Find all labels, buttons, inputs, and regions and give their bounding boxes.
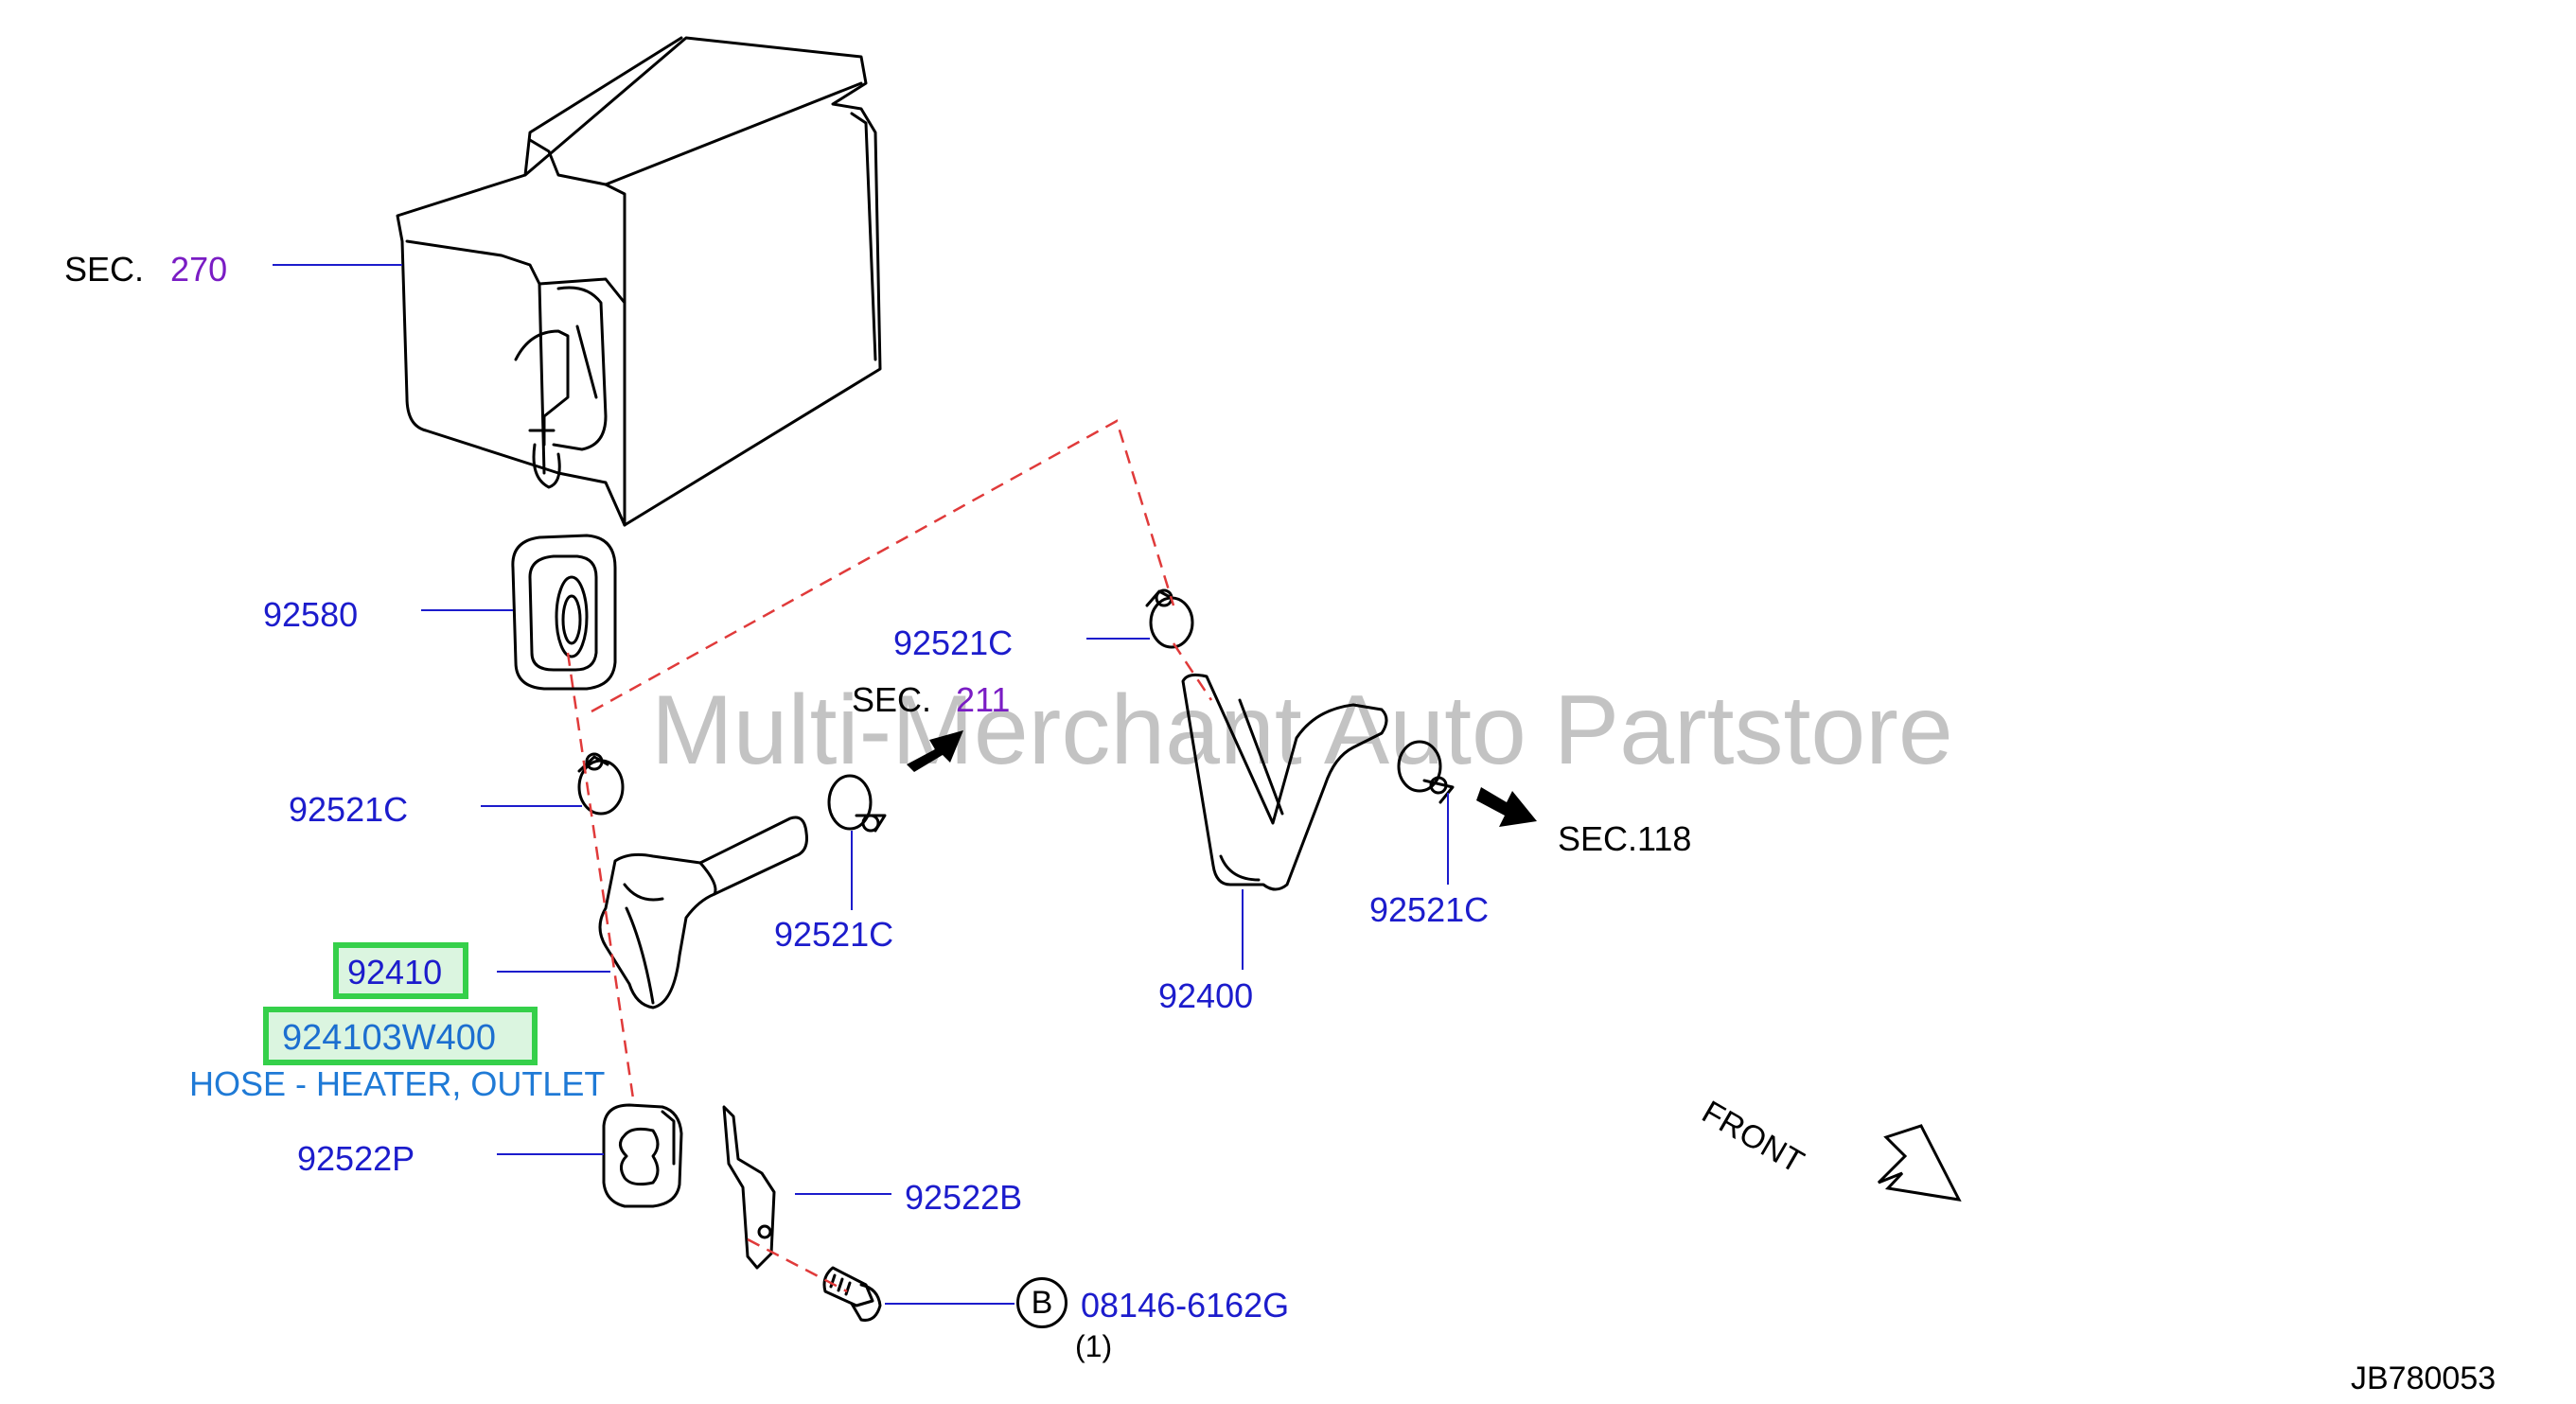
bolt-drawing — [822, 1266, 882, 1322]
sec-270-number[interactable]: 270 — [170, 250, 228, 289]
diagram-id: JB780053 — [2351, 1360, 2497, 1396]
part-92410-label[interactable]: 92410 — [347, 953, 443, 992]
part-92400-label[interactable]: 92400 — [1158, 976, 1254, 1015]
assembly-dashed-lines — [566, 419, 1213, 1293]
heater-unit-drawing — [396, 36, 882, 527]
grommet-92522p-drawing — [602, 1103, 683, 1208]
sec-270-label[interactable]: SEC. 270 — [64, 253, 227, 287]
part-92521c-label-left[interactable]: 92521C — [289, 790, 409, 829]
part-92521c-label-middle[interactable]: 92521C — [774, 915, 894, 954]
bolt-quantity: (1) — [1075, 1329, 1113, 1363]
watermark: Multi-Merchant Auto Partstore — [651, 676, 1953, 785]
clamp-drawings — [577, 588, 1455, 833]
hose-92410-drawing — [598, 816, 808, 1009]
sec-211-label[interactable]: SEC. 211 — [852, 683, 1010, 717]
grommet-92580-drawing — [511, 534, 617, 691]
part-92580-label[interactable]: 92580 — [263, 595, 359, 634]
highlight-part-number[interactable]: 924103W400 — [282, 1018, 497, 1058]
sec-270-prefix: SEC. — [64, 250, 145, 289]
bracket-92522b-drawing — [722, 1105, 776, 1270]
highlight-92410-box — [333, 942, 468, 999]
section-arrows — [907, 730, 1537, 827]
part-92521c-label-top[interactable]: 92521C — [893, 623, 1014, 662]
bolt-marker-b: B — [1016, 1277, 1067, 1328]
sec-211-prefix: SEC. — [852, 680, 932, 719]
part-92522b-label[interactable]: 92522B — [905, 1178, 1023, 1217]
highlight-part-number-box — [263, 1007, 538, 1065]
hose-92400-drawing — [1181, 673, 1388, 891]
bolt-part-label[interactable]: 08146-6162G — [1081, 1286, 1290, 1325]
front-arrow-icon — [1877, 1124, 1962, 1202]
leader-lines — [273, 264, 1449, 1305]
arrow-sec-211-icon — [907, 730, 963, 772]
part-description: HOSE - HEATER, OUTLET — [189, 1064, 606, 1103]
part-92521c-label-right[interactable]: 92521C — [1369, 890, 1490, 929]
sec-211-number[interactable]: 211 — [956, 680, 1011, 719]
arrow-sec-118-icon — [1476, 787, 1537, 827]
part-92522p-label[interactable]: 92522P — [297, 1139, 415, 1178]
sec-118-label[interactable]: SEC.118 — [1558, 819, 1692, 858]
